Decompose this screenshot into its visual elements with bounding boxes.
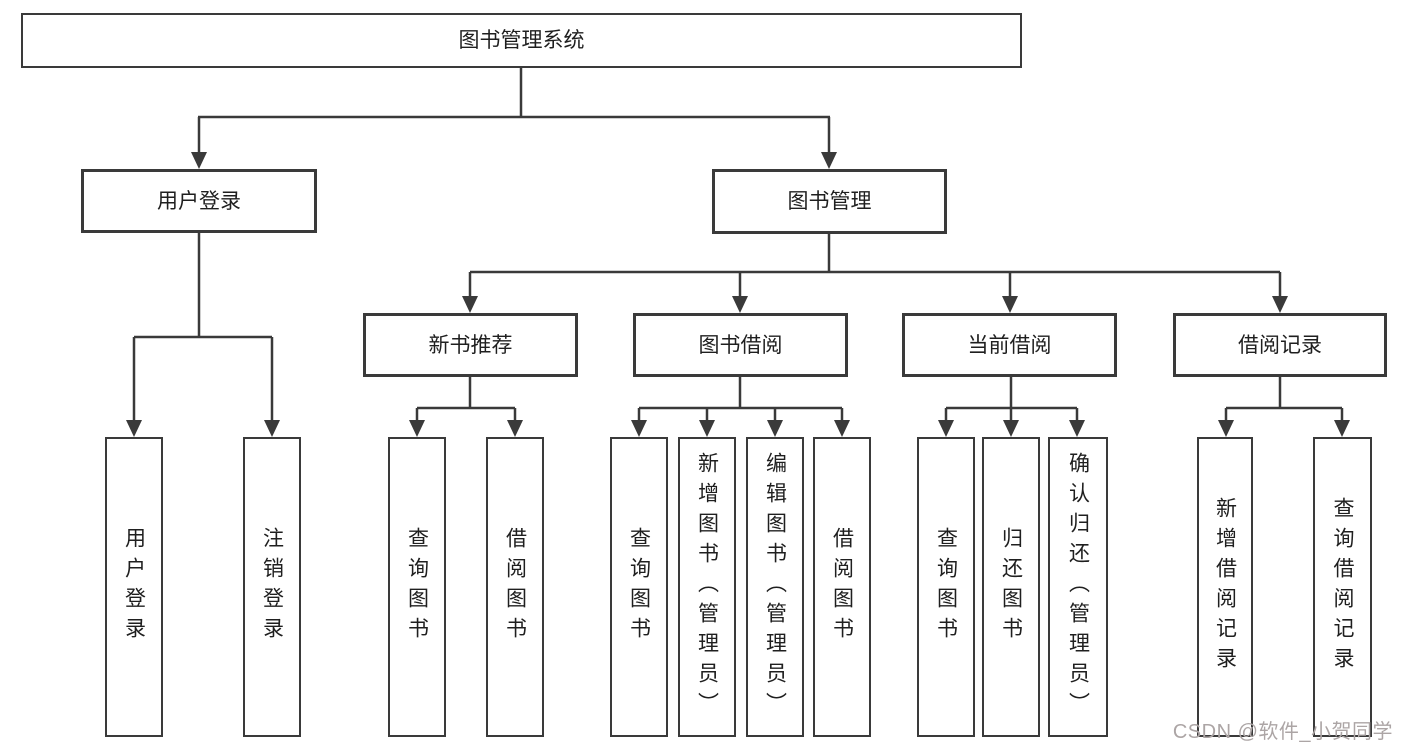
node-current-borrowing: 当前借阅 [902,313,1117,377]
node-borrowing-records: 借阅记录 [1173,313,1387,377]
leaf-return-books: 归还图书 [982,437,1040,737]
node-book-borrowing: 图书借阅 [633,313,848,377]
node-new-book-recommendation: 新书推荐 [363,313,578,377]
leaf-add-borrow-record: 新增借阅记录 [1197,437,1253,737]
leaf-borrow-books: 借阅图书 [813,437,871,737]
leaf-query-books-borrowing: 查询图书 [610,437,668,737]
node-book-management-branch: 图书管理 [712,169,947,234]
leaf-query-borrow-record: 查询借阅记录 [1313,437,1372,737]
leaf-user-login: 用户登录 [105,437,163,737]
leaf-add-books-admin: 新增图书（管理员） [678,437,736,737]
leaf-confirm-return-admin: 确认归还（管理员） [1048,437,1108,737]
leaf-borrow-books-recommend: 借阅图书 [486,437,544,737]
leaf-query-books-recommend: 查询图书 [388,437,446,737]
leaf-logout: 注销登录 [243,437,301,737]
leaf-edit-books-admin: 编辑图书（管理员） [746,437,804,737]
node-user-login-branch: 用户登录 [81,169,317,233]
node-root-system: 图书管理系统 [21,13,1022,68]
csdn-watermark: CSDN @软件_小贺同学 [1172,721,1393,743]
leaf-query-books-current: 查询图书 [917,437,975,737]
